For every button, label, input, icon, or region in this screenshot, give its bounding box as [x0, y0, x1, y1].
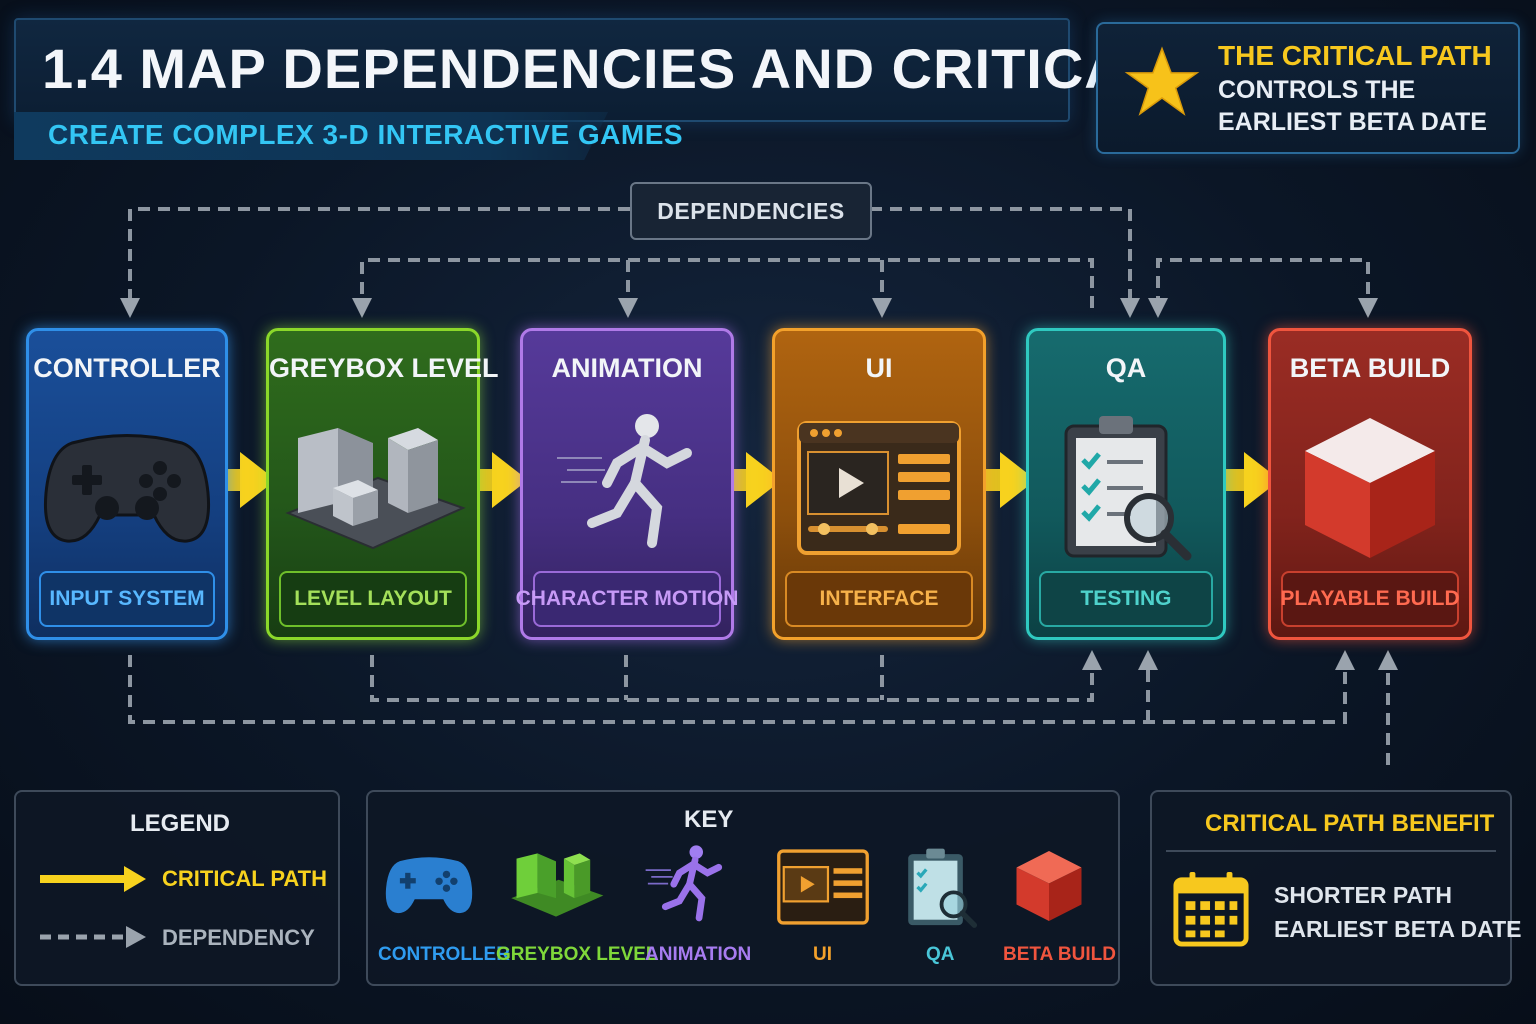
key-label-animation: ANIMATION [645, 944, 752, 965]
gamepad-icon [29, 403, 225, 573]
stage-card-animation: ANIMATION CHARACTER MOTION [516, 328, 738, 640]
legend-title: LEGEND [130, 810, 231, 837]
calendar-icon [1173, 871, 1249, 947]
key-title: KEY [684, 806, 734, 833]
critical-path-legend-arrow [40, 866, 146, 892]
benefit-line-1: SHORTER PATH [1274, 882, 1453, 908]
stage-label: PLAYABLE BUILD [1280, 571, 1460, 627]
benefit-divider [1166, 850, 1496, 852]
stage-title: ANIMATION [551, 353, 703, 383]
stage-label: TESTING [1039, 571, 1213, 627]
running-figure-icon [523, 403, 731, 573]
key-label-greybox-level: GREYBOX LEVEL [496, 944, 658, 965]
legend-dependency-label: DEPENDENCY [162, 925, 315, 950]
stage-title: BETA BUILD [1289, 353, 1451, 383]
clipboard-checklist-icon [908, 848, 978, 928]
stage-card-greybox-level: GREYBOX LEVEL LEVEL LAYOUT [266, 328, 499, 640]
key-panel [366, 790, 1120, 986]
key-label-beta-build: BETA BUILD [1003, 944, 1116, 965]
stage-title: GREYBOX LEVEL [269, 353, 499, 383]
stage-card-controller: CONTROLLER INPUT SYSTEM [26, 328, 228, 640]
gamepad-icon [385, 857, 473, 914]
key-label-qa: QA [926, 944, 955, 965]
page-subtitle: CREATE COMPLEX 3-D INTERACTIVE GAMES [48, 119, 684, 150]
key-label-ui: UI [813, 944, 832, 965]
star-icon [1124, 46, 1200, 116]
interface-window-icon [777, 849, 869, 925]
greybox-level-icon [511, 853, 604, 917]
greybox-level-icon [269, 403, 477, 573]
benefit-title: CRITICAL PATH BENEFIT [1205, 810, 1495, 837]
interface-window-icon [775, 403, 983, 573]
stage-title: CONTROLLER [33, 353, 221, 383]
stage-card-qa: QA TESTING [1026, 328, 1226, 640]
stage-label: LEVEL LAYOUT [279, 571, 467, 627]
stage-title: UI [865, 353, 893, 383]
clipboard-checklist-icon [1029, 403, 1223, 573]
legend-panel [14, 790, 340, 986]
title-banner [14, 18, 1070, 122]
callout-line-3: EARLIEST BETA DATE [1218, 108, 1487, 136]
running-figure-icon [645, 845, 723, 922]
benefit-line-2: EARLIEST BETA DATE [1274, 916, 1522, 942]
stage-card-beta-build: BETA BUILD PLAYABLE BUILD [1268, 328, 1472, 640]
stage-label: INPUT SYSTEM [39, 571, 215, 627]
red-cube-icon [1271, 403, 1469, 573]
subtitle-banner [14, 112, 608, 160]
stage-title: QA [1105, 353, 1147, 383]
key-label-controller: CONTROLLER [378, 944, 510, 965]
callout-line-1: THE CRITICAL PATH [1218, 40, 1492, 71]
callout-line-2: CONTROLS THE [1218, 76, 1416, 104]
stage-card-ui: UI INTERFACE [772, 328, 986, 640]
dependency-legend-arrow [40, 926, 146, 948]
stage-label: INTERFACE [785, 571, 973, 627]
stage-label: CHARACTER MOTION [516, 571, 738, 627]
red-cube-icon [1016, 851, 1082, 921]
dependencies-label: DEPENDENCIES [630, 182, 872, 240]
legend-critical-path-label: CRITICAL PATH [162, 866, 327, 891]
